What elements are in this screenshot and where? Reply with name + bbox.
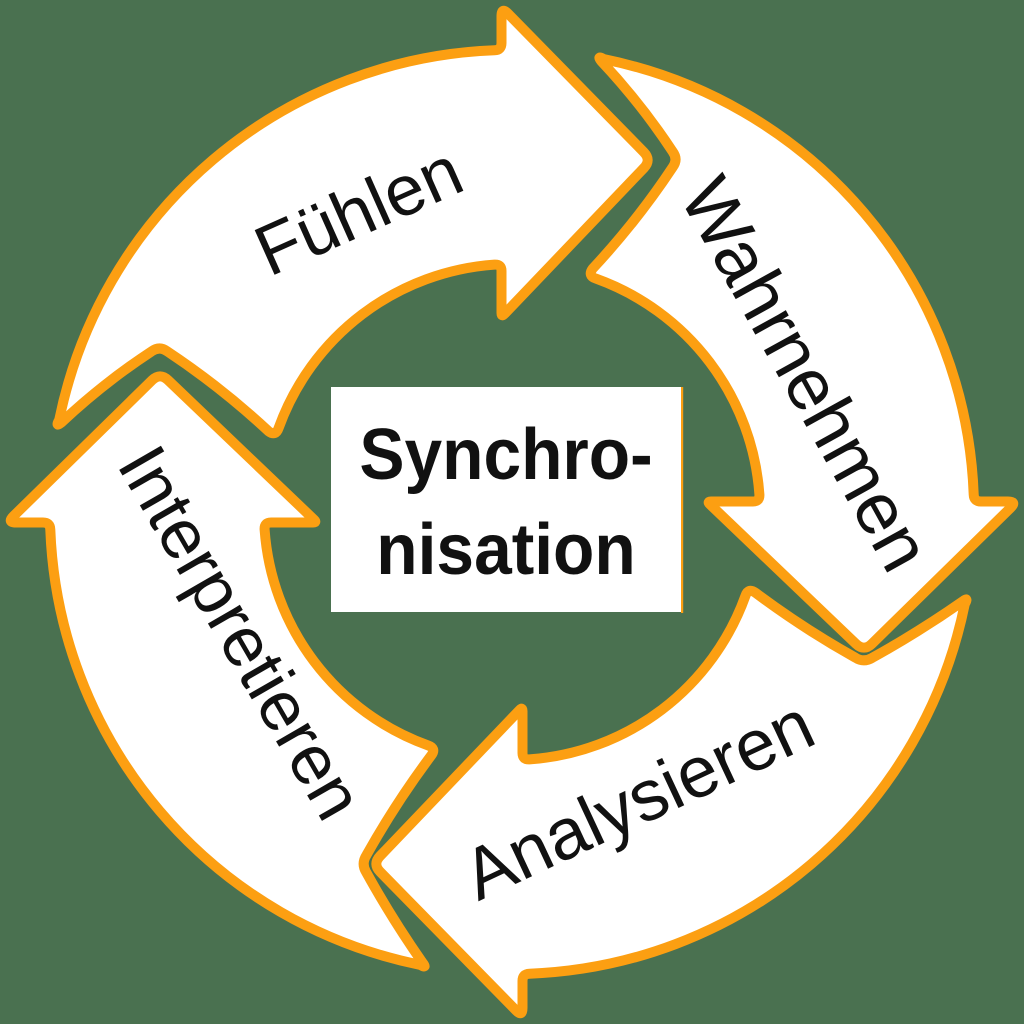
svg-text:Synchro-: Synchro- bbox=[359, 414, 652, 494]
svg-text:nisation: nisation bbox=[376, 509, 635, 589]
